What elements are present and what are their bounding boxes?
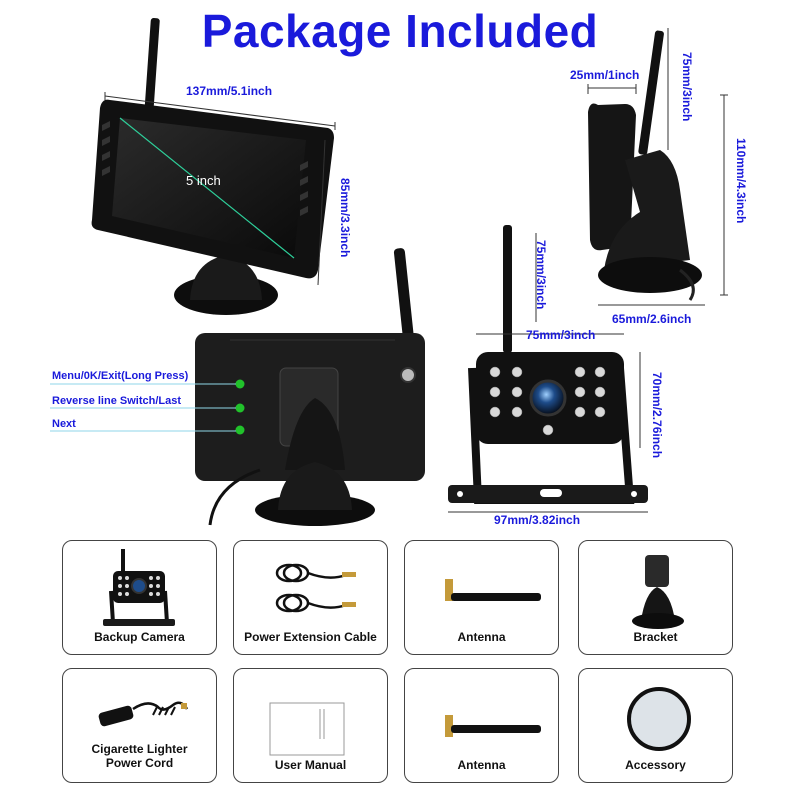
menu-button-callout: Menu/0K/Exit(Long Press)	[52, 370, 189, 382]
camera-height-label: 70mm/2.76inch	[650, 372, 664, 459]
product-illustration	[50, 18, 728, 526]
page-title: Package Included	[201, 5, 599, 57]
item-card-backup-camera: Backup Camera	[62, 540, 217, 655]
antenna-icon	[445, 715, 541, 737]
item-card-accessory: Accessory	[578, 668, 733, 783]
item-label: Antenna	[457, 630, 506, 644]
item-card-cigarette-cord: Cigarette Lighter Power Cord	[62, 668, 217, 783]
antenna-icon	[445, 579, 541, 601]
item-label: User Manual	[274, 758, 347, 772]
next-button-callout: Next	[52, 418, 76, 430]
monitor-diagonal-label: 5 inch	[186, 173, 221, 188]
monitor-width-label: 137mm/5.1inch	[186, 84, 273, 98]
camera-bracket-label: 97mm/3.82inch	[494, 513, 581, 527]
manual-icon	[269, 702, 345, 756]
item-card-antenna: Antenna	[404, 540, 559, 655]
item-label: Power Extension Cable	[244, 630, 377, 644]
camera-icon	[103, 549, 175, 626]
monitor-height-label: 85mm/3.3inch	[338, 178, 352, 258]
item-label: Accessory	[625, 758, 686, 772]
item-label-line1: Cigarette Lighter	[91, 742, 188, 756]
power-cord-icon	[98, 701, 189, 727]
item-label-line2: Power Cord	[105, 756, 174, 770]
cable-icon	[275, 563, 356, 613]
side-depth-label: 25mm/1inch	[570, 68, 640, 82]
side-height-label: 110mm/4.3inch	[734, 138, 748, 224]
monitor-back	[50, 248, 425, 526]
item-card-extension-cable: Power Extension Cable	[233, 540, 388, 655]
side-antenna-label: 75mm/3inch	[680, 52, 694, 122]
monitor-front	[91, 18, 336, 315]
item-label: Bracket	[633, 630, 678, 644]
item-card-bracket: Bracket	[578, 540, 733, 655]
reverse-button-callout: Reverse line Switch/Last	[52, 395, 181, 407]
side-base-label: 65mm/2.6inch	[612, 312, 692, 326]
item-label: Antenna	[457, 758, 506, 772]
camera-width-label: 75mm/3inch	[526, 328, 596, 342]
item-label: Cigarette Lighter Power Cord	[63, 742, 216, 770]
accessory-disc-icon	[627, 687, 691, 751]
backup-camera	[448, 225, 648, 513]
monitor-side	[587, 28, 728, 306]
item-card-antenna-2: Antenna	[404, 668, 559, 783]
camera-antenna-label: 75mm/3inch	[534, 240, 548, 310]
item-card-user-manual: User Manual	[233, 668, 388, 783]
item-label: Backup Camera	[94, 630, 185, 644]
bracket-icon	[632, 555, 684, 629]
